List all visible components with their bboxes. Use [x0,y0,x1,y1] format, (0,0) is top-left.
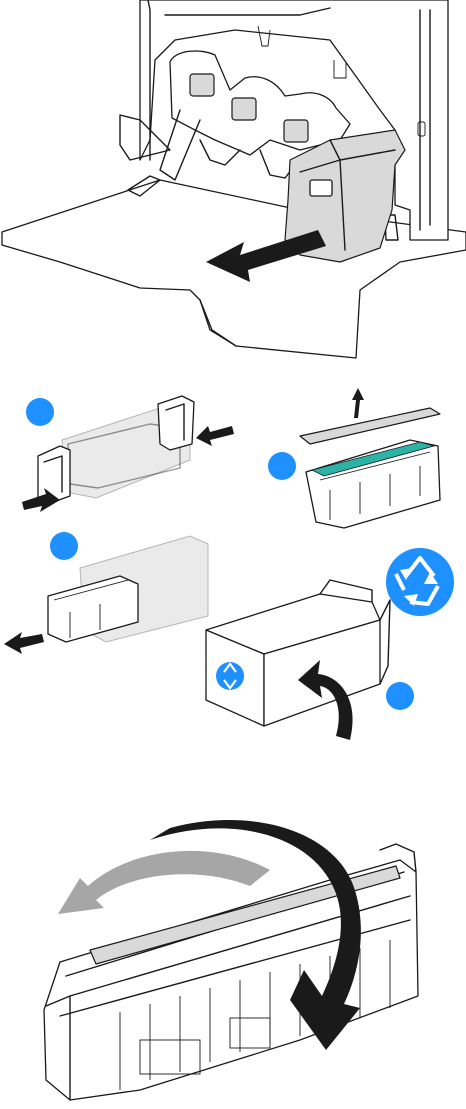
step-badge [26,398,54,426]
step-remove-cover [268,388,440,528]
step-pack-used-cartridge [206,580,414,740]
printer-illustration [0,0,466,370]
step-badge [268,452,296,480]
arrow-right [196,426,234,446]
step-badge [386,682,414,710]
step-slide-out-of-bag [4,532,208,654]
step-remove-end-caps [22,396,234,512]
rock-cartridge-illustration [0,800,466,1109]
cartridge-latch-1 [190,74,214,96]
protective-cover [300,408,440,444]
step-badge [50,532,78,560]
arrow-left [4,632,44,654]
unit-handle [310,180,332,196]
arrow-up [352,388,364,418]
toner-slots [170,51,350,155]
rock-arrow-back [58,851,270,914]
recycle-icon [216,662,244,690]
end-cap-right [158,396,194,450]
steps-illustration [0,380,466,760]
cartridge-latch-2 [232,98,256,120]
cartridge-latch-3 [284,120,308,142]
recycle-icon [386,548,454,616]
